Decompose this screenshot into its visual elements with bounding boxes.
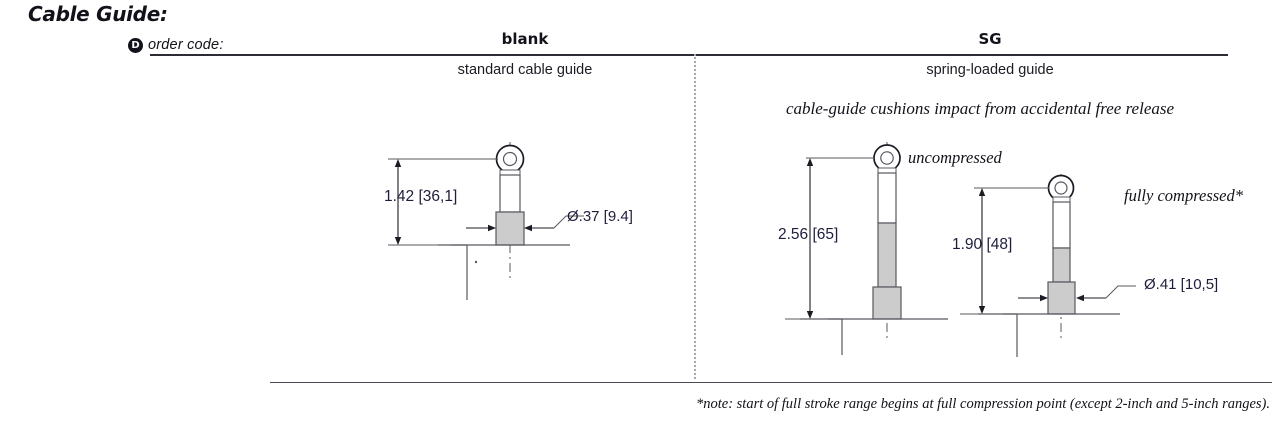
standard-height-dimension: 1.42 [36,1] <box>384 188 458 205</box>
drawing-spring-uncompressed <box>770 140 1010 355</box>
column-subtitle-sg: spring-loaded guide <box>926 62 1054 78</box>
spring-uncompressed-svg <box>785 142 948 355</box>
column-header-blank: blank <box>501 30 549 48</box>
standard-guide-svg <box>388 142 584 300</box>
column-divider <box>694 54 696 379</box>
header-rule <box>150 54 1228 56</box>
spring-compressed-height-dimension: 1.90 [48] <box>952 236 1013 253</box>
spring-uncompressed-state-label: uncompressed <box>908 148 1002 167</box>
spring-compressed-diameter-callout: Ø.41 [10,5] <box>1144 276 1219 293</box>
spring-compressed-state-label: fully compressed* <box>1124 186 1243 205</box>
drawing-spring-compressed <box>960 172 1210 357</box>
column-subtitle-blank: standard cable guide <box>457 62 593 78</box>
drawing-standard-cable-guide <box>370 140 670 300</box>
order-code-label: order code: <box>148 37 224 53</box>
order-code-badge-icon: D <box>128 37 143 53</box>
sg-description: cable-guide cushions impact from acciden… <box>785 99 1175 118</box>
footer-rule <box>270 382 1272 383</box>
standard-diameter-callout: Ø.37 [9.4] <box>567 208 633 225</box>
order-code-row: D order code: <box>128 37 224 53</box>
page-title: Cable Guide: <box>28 2 168 26</box>
spring-uncompressed-height-dimension: 2.56 [65] <box>778 226 839 243</box>
spring-compressed-svg <box>960 174 1136 357</box>
column-header-sg: SG <box>978 30 1002 48</box>
footnote: *note: start of full stroke range begins… <box>695 396 1270 412</box>
